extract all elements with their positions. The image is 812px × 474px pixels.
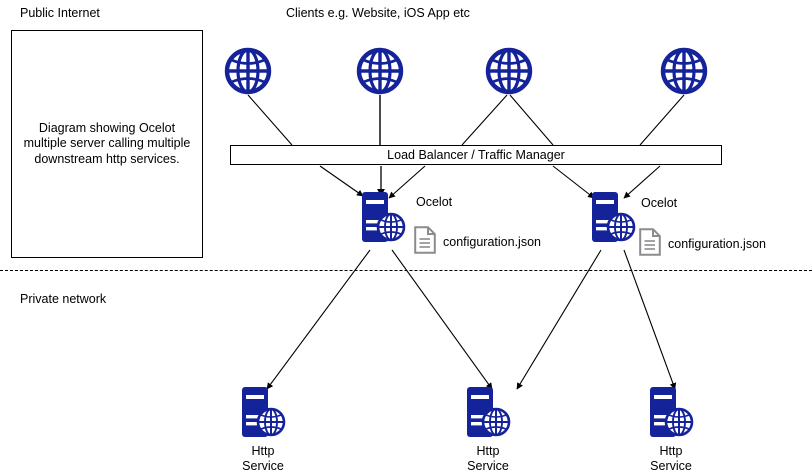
http-service-1-icon[interactable] xyxy=(240,385,286,441)
client-3-globe-icon[interactable] xyxy=(485,47,533,95)
edge-client4-lb xyxy=(639,94,685,146)
client-1-globe-icon[interactable] xyxy=(224,47,272,95)
ocelot-1-server-icon[interactable] xyxy=(360,190,406,246)
load-balancer-label: Load Balancer / Traffic Manager xyxy=(387,148,565,162)
ocelot-1-config-label: configuration.json xyxy=(443,235,541,249)
load-balancer-bar[interactable]: Load Balancer / Traffic Manager xyxy=(230,145,722,165)
http-service-2-icon[interactable] xyxy=(465,385,511,441)
http-service-3-label-line2: Service xyxy=(650,459,692,473)
private-network-label: Private network xyxy=(20,292,107,306)
description-box: Diagram showing Ocelot multiple server c… xyxy=(11,30,203,258)
edge-lb-ocelot1-a xyxy=(319,165,364,197)
http-service-3-label-line1: Http xyxy=(659,444,683,458)
http-service-2-label-line2: Service xyxy=(467,459,509,473)
http-service-2-label-line1: Http xyxy=(476,444,500,458)
edge-client3-lb-a xyxy=(461,94,508,146)
edge-lb-ocelot2-a xyxy=(552,165,595,199)
http-service-1-label-line2: Service xyxy=(242,459,284,473)
public-internet-label: Public Internet xyxy=(20,6,100,20)
description-box-text: Diagram showing Ocelot multiple server c… xyxy=(23,120,191,166)
ocelot-2-config-label: configuration.json xyxy=(668,237,766,251)
clients-label: Clients e.g. Website, iOS App etc xyxy=(286,6,470,20)
http-service-1-label-line1: Http xyxy=(251,444,275,458)
edge-client1-lb xyxy=(247,94,293,146)
ocelot-1-label: Ocelot xyxy=(416,195,453,209)
network-boundary-divider xyxy=(0,270,812,271)
ocelot-2-document-icon[interactable] xyxy=(639,228,661,256)
ocelot-2-label: Ocelot xyxy=(641,196,678,210)
ocelot-1-document-icon[interactable] xyxy=(414,226,436,254)
client-4-globe-icon[interactable] xyxy=(660,47,708,95)
client-2-globe-icon[interactable] xyxy=(356,47,404,95)
ocelot-2-server-icon[interactable] xyxy=(590,190,636,246)
edge-client3-lb-b xyxy=(509,94,554,146)
http-service-3-icon[interactable] xyxy=(648,385,694,441)
